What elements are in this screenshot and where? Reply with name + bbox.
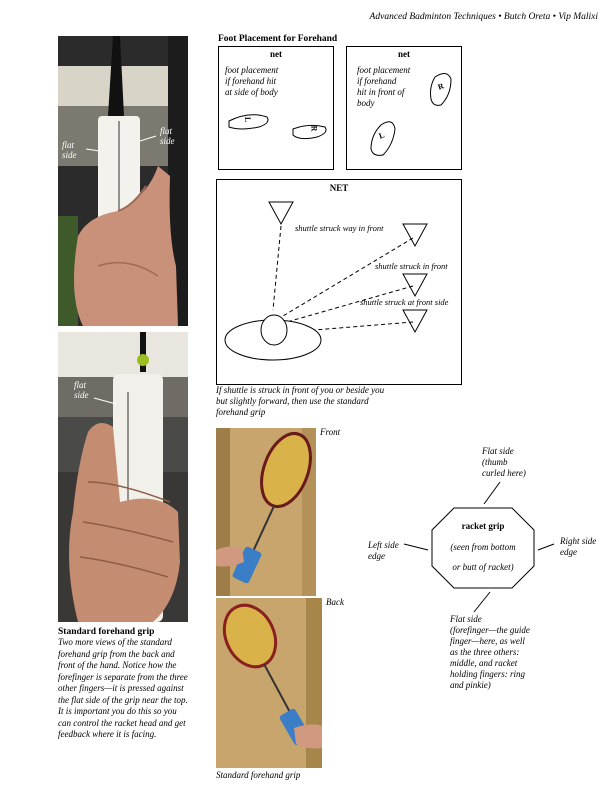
racket-back-label: Back [326, 597, 344, 607]
photo-grip-back: flat side flat side [58, 36, 188, 326]
racket-photos-caption: Standard forehand grip [216, 770, 301, 780]
shuttle-diagram-caption: If shuttle is struck in front of you or … [216, 385, 385, 417]
grip-center-title: racket grip [461, 521, 505, 531]
shuttle-diagram-drawing [224, 201, 428, 361]
foot-box-side: net foot placement if forehand hit at si… [218, 46, 334, 170]
photo-racket-front [216, 428, 316, 596]
foot-box-front-feet [370, 73, 452, 156]
foot-box-front: net foot placement if forehand hit in fr… [346, 46, 462, 170]
left-caption: Standard forehand grip Two more views of… [58, 627, 190, 741]
foot-box-front-text: foot placement if forehand hit in front … [357, 65, 411, 108]
foot-box-side-feet [228, 114, 327, 140]
shuttle-triangle-1-icon [268, 201, 294, 226]
shuttle-triangle-2-icon [402, 223, 428, 248]
grip-bottom-label: Flat side (forefinger—the guide finger—h… [450, 614, 530, 690]
photo-grip-front-label: flat side [74, 380, 89, 400]
foot-box-side-net: net [270, 49, 282, 59]
shuttle-triangle-3-icon [402, 273, 428, 298]
foot-box-side-r: R [309, 125, 319, 132]
shuttle-diagram: NET shuttle struck way in front shuttle … [216, 179, 462, 385]
grip-top-label: Flat side (thumb curled here) [482, 446, 526, 478]
grip-right-label: Right side edge [560, 536, 597, 557]
left-caption-title: Standard forehand grip [58, 627, 155, 637]
photo-racket-front-illustration [216, 428, 316, 596]
page-header: Advanced Badminton Techniques • Butch Or… [369, 12, 598, 22]
grip-octagon-icon [431, 507, 535, 589]
foot-box-side-l: L [243, 116, 253, 123]
photo-grip-back-illustration [58, 36, 188, 326]
foot-box-front-net: net [398, 49, 410, 59]
racket-front-label: Front [320, 427, 341, 437]
foot-placement-title: Foot Placement for Forehand [218, 34, 338, 44]
foot-r-icon [292, 124, 327, 140]
shuttle-triangle-4-icon [402, 309, 428, 334]
photo-racket-back [216, 598, 322, 768]
shuttle-label-front: shuttle struck in front [375, 261, 448, 271]
grip-center-sub: (seen from bottom or butt of racket) [450, 542, 516, 572]
photo-racket-back-illustration [216, 598, 322, 768]
shuttle-label-way-front: shuttle struck way in front [295, 223, 384, 233]
photo-grip-back-label-right: flat side [160, 126, 175, 146]
photo-grip-front-illustration [58, 332, 188, 622]
photo-grip-back-label-left: flat side [62, 140, 77, 160]
grip-diagram [403, 481, 555, 613]
shuttle-label-front-side: shuttle struck at front side [360, 297, 449, 307]
foot-l-icon [370, 121, 396, 156]
photo-grip-front: flat side [58, 332, 188, 622]
left-caption-body: Two more views of the standard forehand … [58, 637, 188, 739]
foot-box-side-text: foot placement if forehand hit at side o… [225, 65, 279, 97]
player-head-icon [260, 314, 288, 346]
grip-left-label: Left side edge [368, 540, 399, 561]
foot-r-icon [430, 73, 452, 106]
shuttle-diagram-net: NET [329, 183, 349, 193]
foot-l-icon [228, 114, 269, 130]
